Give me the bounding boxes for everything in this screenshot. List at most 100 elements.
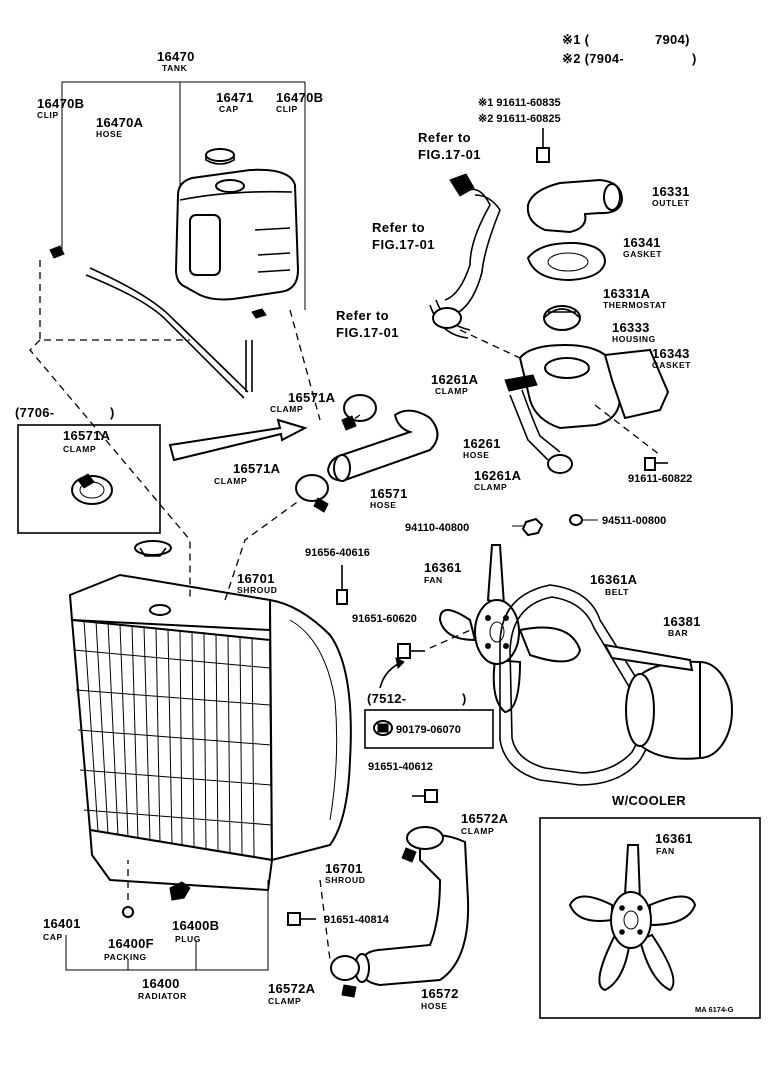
cooler-inset: W/COOLER 16361 FAN: [539, 793, 761, 1019]
label-16333-name: HOUSING: [612, 334, 656, 344]
label-16470B-l-num: 16470B: [37, 96, 84, 111]
label-16331A-name: THERMOSTAT: [603, 300, 667, 310]
outlet-labels: ※1 91611-60835 ※2 91611-60825 16331 OUTL…: [431, 97, 692, 492]
label-16361A-num: 16361A: [590, 572, 638, 587]
label-16701-t-name: SHROUD: [237, 585, 277, 595]
label-16572A-b-name: CLAMP: [268, 996, 301, 1006]
ref2-line2: FIG.17-01: [372, 237, 435, 252]
label-91651-60620: 91651-60620: [352, 613, 417, 625]
footer-code: MA 6174-G: [695, 1005, 734, 1014]
dashed-leaders: [29, 260, 361, 601]
label-94511-00800: 94511-00800: [602, 515, 666, 527]
label-16343-num: 16343: [652, 346, 690, 361]
label-16701-b-num: 16701: [325, 861, 363, 876]
fig-refs: Refer to FIG.17-01 Refer to FIG.17-01 Re…: [336, 130, 481, 340]
tank-labels: 16470 TANK 16470B CLIP 16470A HOSE 16471…: [37, 49, 323, 139]
label-16261-name: HOSE: [463, 450, 490, 460]
label-16572-num: 16572: [421, 986, 459, 1001]
label-16400B-num: 16400B: [172, 918, 219, 933]
label-91656-40616: 91656-40616: [305, 547, 370, 559]
mark1-label: ※1 (: [562, 32, 590, 47]
label-16333-num: 16333: [612, 320, 650, 335]
gasket-16341-shape: [526, 241, 607, 282]
inset-title: W/COOLER: [612, 793, 686, 808]
clamp-box-7706: (7706- ): [15, 405, 161, 534]
upper-hose-shape: [326, 409, 439, 482]
inset-part-name: FAN: [656, 846, 675, 856]
label-16331-num: 16331: [652, 184, 690, 199]
label-16571A-box-name: CLAMP: [63, 444, 96, 454]
label-90179-06070: 90179-06070: [396, 724, 461, 736]
label-16571-name: HOSE: [370, 500, 397, 510]
label-16701-b-name: SHROUD: [325, 875, 365, 885]
tank-assembly: [49, 81, 306, 399]
outlet-group: [429, 128, 670, 474]
radiator-labels: 91656-40616 16701 SHROUD 16701 SHROUD 16…: [43, 547, 370, 1001]
fan-blade-top: [486, 544, 506, 607]
label-16471-num: 16471: [216, 90, 254, 105]
shroud-shape: [268, 598, 352, 862]
ref1-line1: Refer to: [418, 130, 471, 145]
label-16400-num: 16400: [142, 976, 180, 991]
label-16470B-r-num: 16470B: [276, 90, 323, 105]
inset-part-number: 16361: [655, 831, 693, 846]
code-7512-close: ): [462, 691, 467, 706]
label-16401-num: 16401: [43, 916, 81, 931]
ref1-line2: FIG.17-01: [418, 147, 481, 162]
label-16571-num: 16571: [370, 486, 408, 501]
label-b2: ※2 91611-60825: [478, 113, 561, 125]
gasket-16343-shape: [603, 348, 670, 420]
code-7512: (7512-: [367, 691, 406, 706]
label-16343-name: GASKET: [652, 360, 691, 370]
inset-fan-hub: [610, 891, 652, 949]
code-7706-close: ): [110, 405, 115, 420]
fan-belt-group: (7512- ) 90179-06070: [364, 544, 733, 786]
nut-washer: 94110-40800 94511-00800: [405, 514, 666, 537]
tank-cap-shape: [205, 148, 235, 162]
label-16571A-box-num: 16571A: [63, 428, 111, 443]
label-16381-name: BAR: [668, 628, 688, 638]
label-b1: ※1 91611-60835: [478, 97, 561, 109]
fan-blade-bottom: [492, 658, 522, 714]
label-16471-name: CAP: [219, 104, 239, 114]
bar-shape: [603, 643, 694, 672]
fan-blade-right: [518, 626, 582, 663]
outlet-shape: [526, 178, 624, 234]
label-16400B-name: PLUG: [175, 934, 201, 944]
mark1-value: 7904): [655, 32, 690, 47]
label-16571A-m-name: CLAMP: [214, 476, 247, 486]
label-16470A-num: 16470A: [96, 115, 144, 130]
label-16400F-num: 16400F: [108, 936, 154, 951]
mark2-value: ): [692, 51, 697, 66]
inset-frame: [539, 817, 761, 1019]
label-16381-num: 16381: [663, 614, 701, 629]
radiator: [68, 540, 352, 918]
label-16401-name: CAP: [43, 932, 63, 942]
label-16261-num: 16261: [463, 436, 501, 451]
label-16571A-t-name: CLAMP: [270, 404, 303, 414]
header-codes: ※1 ( 7904) ※2 (7904- ): [562, 32, 697, 66]
label-16571A-t-num: 16571A: [288, 390, 336, 405]
label-91651-40612: 91651-40612: [368, 761, 433, 773]
label-16261A-t-num: 16261A: [431, 372, 479, 387]
label-16571A-m-num: 16571A: [233, 461, 281, 476]
code-7706: (7706-: [15, 405, 54, 420]
label-16331-name: OUTLET: [652, 198, 690, 208]
label-94110-40800: 94110-40800: [405, 522, 469, 534]
lower-hose-group: 91651-40612 91651-40814: [287, 761, 470, 998]
upper-hose-group: [168, 394, 439, 513]
label-16341-name: GASKET: [623, 249, 662, 259]
label-16400-name: RADIATOR: [138, 991, 187, 1001]
label-16400F-name: PACKING: [104, 952, 147, 962]
label-16470B-l-name: CLIP: [37, 110, 59, 120]
label-16701-t-num: 16701: [237, 571, 275, 586]
label-16341-num: 16341: [623, 235, 661, 250]
label-16261A-t-name: CLAMP: [435, 386, 468, 396]
label-16470-name: TANK: [162, 63, 188, 73]
ref3-line1: Refer to: [336, 308, 389, 323]
label-91651-40814: 91651-40814: [324, 914, 390, 926]
lower-hose-labels: 16572A CLAMP 16572A CLAMP 16572 HOSE: [268, 811, 508, 1011]
label-16261A-b-name: CLAMP: [474, 482, 507, 492]
fan-labels: 16361 FAN 16361A BELT 91651-60620 16381 …: [352, 560, 701, 638]
